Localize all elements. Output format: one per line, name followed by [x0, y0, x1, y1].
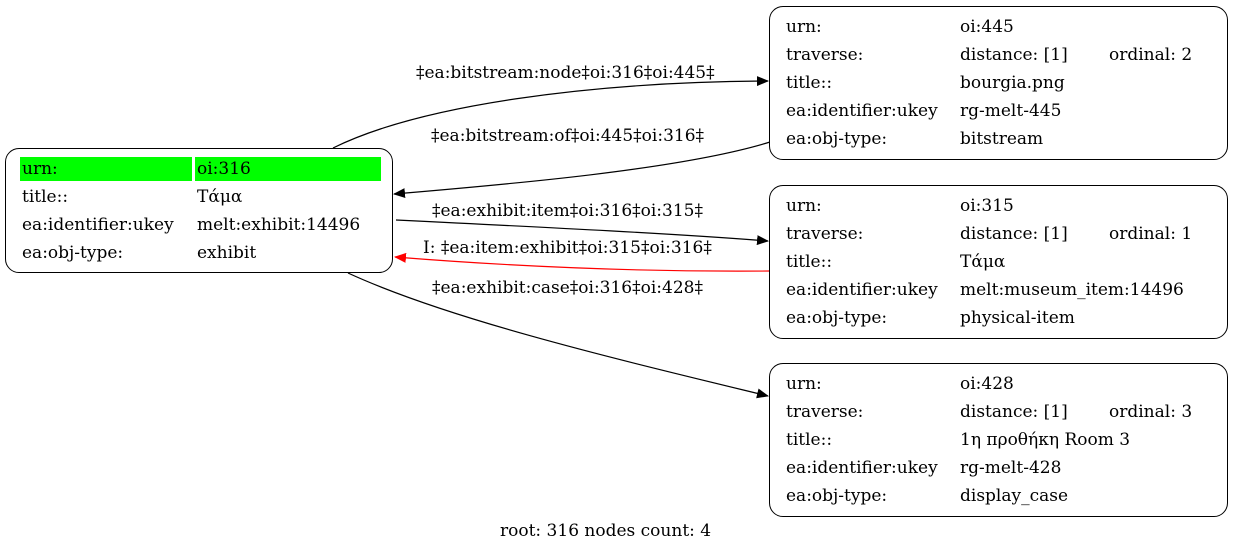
edge-label-bitstream-of: ‡ea:bitstream:of‡oi:445‡oi:316‡: [431, 126, 705, 146]
root-type-key: ea:obj-type:: [22, 243, 124, 263]
n445-traverse-key: traverse:: [786, 45, 864, 65]
n428-type-key: ea:obj-type:: [786, 486, 888, 506]
n428-ukey-value: rg-melt-428: [960, 458, 1062, 478]
n428-urn-value: oi:428: [960, 374, 1014, 394]
root-type-value: exhibit: [197, 243, 257, 263]
n428-distance: distance: [1]: [960, 402, 1068, 422]
node-oi445[interactable]: urn: oi:445 traverse: distance: [1] ordinal…: [769, 6, 1228, 160]
edge-label-item-exhibit: I: ‡ea:item:exhibit‡oi:315‡oi:316‡: [423, 238, 712, 258]
root-title-key: title::: [22, 187, 69, 207]
edge-bitstream-node[interactable]: [332, 76, 769, 149]
root-ukey-key: ea:identifier:ukey: [22, 215, 174, 235]
n445-ukey-key: ea:identifier:ukey: [786, 101, 938, 121]
edge-label-exhibit-item: ‡ea:exhibit:item‡oi:316‡oi:315‡: [432, 201, 703, 221]
edge-exhibit-item[interactable]: [395, 219, 769, 246]
edge-bitstream-of[interactable]: [393, 141, 771, 199]
edge-exhibit-case[interactable]: [347, 272, 769, 399]
n315-ukey-key: ea:identifier:ukey: [786, 280, 938, 300]
n315-urn-value: oi:315: [960, 196, 1014, 216]
n315-type-value: physical-item: [960, 308, 1075, 328]
graph-footer: root: 316 nodes count: 4: [500, 521, 712, 541]
node-oi315[interactable]: urn: oi:315 traverse: distance: [1] ordinal…: [769, 185, 1228, 339]
n428-title-key: title::: [786, 430, 833, 450]
root-urn-val-highlight: [195, 157, 381, 181]
root-urn-key: urn:: [22, 159, 58, 179]
n428-traverse-key: traverse:: [786, 402, 864, 422]
n445-ukey-value: rg-melt-445: [960, 101, 1062, 121]
n445-title-key: title::: [786, 73, 833, 93]
node-root-oi316[interactable]: urn: oi:316 title::Τάμα ea:identifier:uke…: [5, 148, 393, 273]
n315-urn-key: urn:: [786, 196, 822, 216]
n445-type-value: bitstream: [960, 129, 1044, 149]
n445-urn-value: oi:445: [960, 17, 1014, 37]
n445-type-key: ea:obj-type:: [786, 129, 888, 149]
n428-ukey-key: ea:identifier:ukey: [786, 458, 938, 478]
n445-distance: distance: [1]: [960, 45, 1068, 65]
n445-urn-key: urn:: [786, 17, 822, 37]
root-ukey-value: melt:exhibit:14496: [197, 215, 361, 235]
n315-type-key: ea:obj-type:: [786, 308, 888, 328]
n315-distance: distance: [1]: [960, 224, 1068, 244]
n315-title-value: Τάμα: [960, 252, 1006, 272]
n428-ordinal: ordinal: 3: [1109, 402, 1193, 422]
n428-type-value: display_case: [960, 486, 1069, 506]
n445-ordinal: ordinal: 2: [1109, 45, 1193, 65]
root-urn-value: oi:316: [197, 159, 251, 179]
edge-item-exhibit[interactable]: [394, 252, 771, 272]
root-urn-key-highlight: [20, 157, 192, 181]
n315-title-key: title::: [786, 252, 833, 272]
node-oi428[interactable]: urn: oi:428 traverse: distance: [1] ordinal…: [769, 363, 1228, 517]
n315-ukey-value: melt:museum_item:14496: [960, 280, 1184, 300]
edge-label-exhibit-case: ‡ea:exhibit:case‡oi:316‡oi:428‡: [432, 278, 703, 298]
n315-ordinal: ordinal: 1: [1109, 224, 1193, 244]
edge-label-bitstream-node: ‡ea:bitstream:node‡oi:316‡oi:445‡: [416, 63, 715, 83]
n445-title-value: bourgia.png: [960, 73, 1065, 93]
n428-urn-key: urn:: [786, 374, 822, 394]
n428-title-value: 1η προθήκη Room 3: [960, 430, 1131, 450]
root-title-value: Τάμα: [197, 187, 243, 207]
n315-traverse-key: traverse:: [786, 224, 864, 244]
